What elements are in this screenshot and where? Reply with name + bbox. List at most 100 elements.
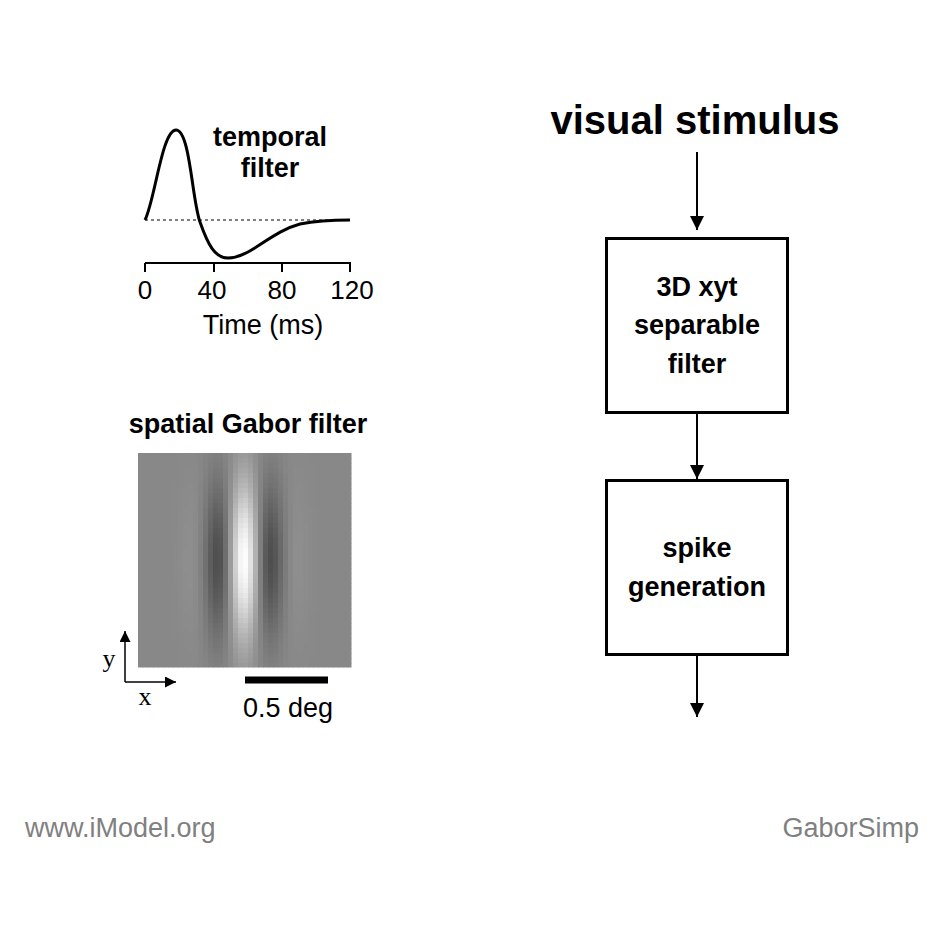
gabor-pixel xyxy=(168,503,174,509)
gabor-pixel xyxy=(228,493,234,499)
gabor-pixel xyxy=(148,513,154,519)
gabor-pixel xyxy=(153,528,159,534)
gabor-pixel xyxy=(248,528,254,534)
gabor-pixel xyxy=(253,488,259,494)
gabor-pixel xyxy=(303,583,309,589)
gabor-pixel xyxy=(323,473,329,479)
gabor-pixel xyxy=(158,563,164,569)
gabor-pixel xyxy=(198,508,204,514)
gabor-pixel xyxy=(168,538,174,544)
gabor-pixel xyxy=(253,503,259,509)
gabor-pixel xyxy=(188,598,194,604)
gabor-pixel xyxy=(343,598,349,604)
gabor-pixel xyxy=(298,568,304,574)
gabor-pixel xyxy=(268,608,274,614)
gabor-pixel xyxy=(253,638,259,644)
gabor-pixel xyxy=(273,653,279,659)
gabor-pixel xyxy=(203,588,209,594)
gabor-pixel xyxy=(178,523,184,529)
gabor-pixel xyxy=(188,638,194,644)
gabor-pixel xyxy=(168,658,174,664)
gabor-pixel xyxy=(218,658,224,664)
gabor-pixel xyxy=(313,578,319,584)
gabor-pixel xyxy=(263,523,269,529)
gabor-pixel xyxy=(218,653,224,659)
gabor-pixel xyxy=(168,648,174,654)
gabor-pixel xyxy=(138,473,144,479)
gabor-pixel xyxy=(278,453,284,459)
gabor-pixel xyxy=(248,628,254,634)
gabor-pixel xyxy=(343,608,349,614)
gabor-pixel xyxy=(198,558,204,564)
gabor-pixel xyxy=(253,648,259,654)
gabor-pixel xyxy=(298,643,304,649)
y-axis-arrow xyxy=(124,631,126,682)
gabor-pixel xyxy=(253,558,259,564)
gabor-pixel xyxy=(223,633,229,639)
gabor-pixel xyxy=(208,578,214,584)
gabor-pixel xyxy=(183,618,189,624)
gabor-pixel xyxy=(273,558,279,564)
gabor-pixel xyxy=(328,613,334,619)
gabor-pixel xyxy=(248,558,254,564)
gabor-pixel xyxy=(293,588,299,594)
gabor-pixel xyxy=(263,463,269,469)
gabor-pixel xyxy=(278,588,284,594)
gabor-pixel xyxy=(183,468,189,474)
gabor-pixel xyxy=(158,588,164,594)
gabor-pixel xyxy=(268,653,274,659)
gabor-pixel xyxy=(213,628,219,634)
gabor-pixel xyxy=(213,538,219,544)
gabor-pixel xyxy=(158,503,164,509)
gabor-pixel xyxy=(238,548,244,554)
gabor-pixel xyxy=(333,503,339,509)
gabor-pixel xyxy=(343,463,349,469)
gabor-pixel xyxy=(233,578,239,584)
gabor-pixel xyxy=(253,658,259,664)
gabor-pixel xyxy=(233,493,239,499)
gabor-pixel xyxy=(313,513,319,519)
gabor-pixel xyxy=(233,663,239,668)
gabor-pixel xyxy=(228,453,234,459)
gabor-pixel xyxy=(288,553,294,559)
gabor-pixel xyxy=(178,543,184,549)
gabor-pixel xyxy=(273,463,279,469)
gabor-pixel xyxy=(233,583,239,589)
gabor-pixel xyxy=(243,473,249,479)
gabor-pixel xyxy=(188,653,194,659)
gabor-pixel xyxy=(218,623,224,629)
gabor-pixel xyxy=(163,603,169,609)
gabor-pixel xyxy=(238,613,244,619)
gabor-pixel xyxy=(338,628,344,634)
gabor-pixel xyxy=(293,593,299,599)
gabor-pixel xyxy=(163,613,169,619)
gabor-pixel xyxy=(143,643,149,649)
gabor-pixel xyxy=(283,543,289,549)
gabor-pixel xyxy=(223,468,229,474)
gabor-pixel xyxy=(213,568,219,574)
gabor-pixel xyxy=(203,483,209,489)
gabor-pixel xyxy=(238,538,244,544)
gabor-pixel xyxy=(343,613,349,619)
gabor-pixel xyxy=(313,483,319,489)
gabor-pixel xyxy=(228,603,234,609)
gabor-pixel xyxy=(188,593,194,599)
gabor-pixel xyxy=(203,613,209,619)
gabor-pixel xyxy=(153,558,159,564)
gabor-pixel xyxy=(283,558,289,564)
gabor-pixel xyxy=(203,503,209,509)
gabor-pixel xyxy=(183,543,189,549)
gabor-pixel xyxy=(253,478,259,484)
gabor-pixel xyxy=(223,578,229,584)
gabor-pixel xyxy=(238,478,244,484)
gabor-pixel xyxy=(278,603,284,609)
gabor-pixel xyxy=(193,548,199,554)
gabor-pixel xyxy=(218,533,224,539)
gabor-pixel xyxy=(293,583,299,589)
gabor-pixel xyxy=(148,648,154,654)
gabor-pixel xyxy=(288,598,294,604)
gabor-pixel xyxy=(343,633,349,639)
gabor-pixel xyxy=(243,478,249,484)
gabor-pixel xyxy=(258,528,264,534)
gabor-pixel xyxy=(263,598,269,604)
